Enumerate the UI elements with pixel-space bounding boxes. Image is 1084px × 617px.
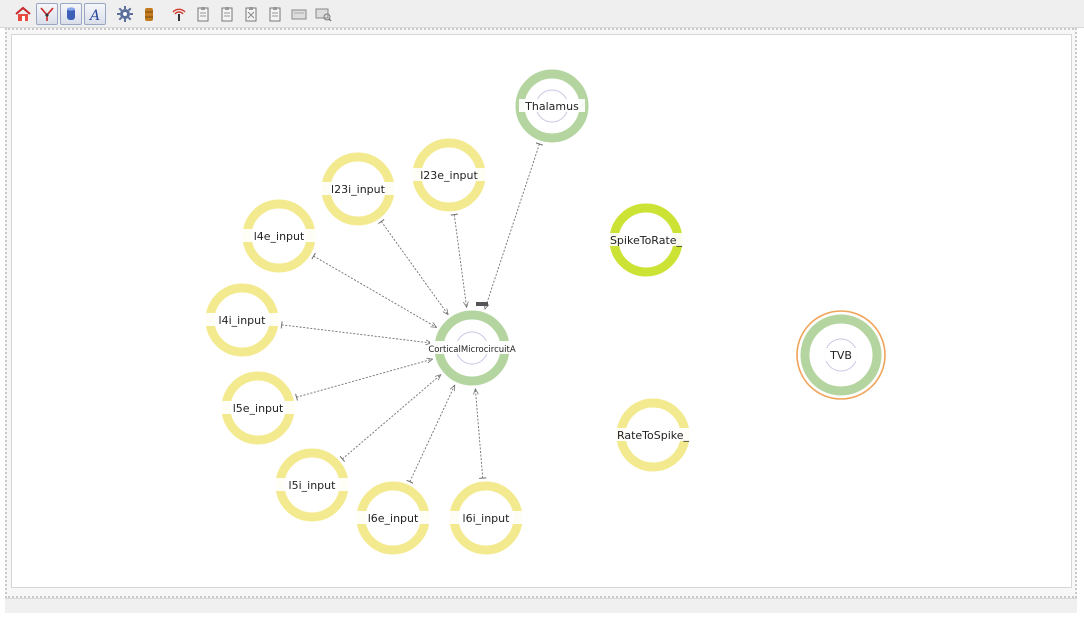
node-l4e[interactable]: l4e_input bbox=[242, 199, 316, 273]
edge-l5e-to-cortical[interactable] bbox=[297, 359, 433, 397]
edge-l23e-to-cortical[interactable] bbox=[454, 215, 466, 308]
node-l6i[interactable]: l6i_input bbox=[449, 481, 523, 555]
node-l5e[interactable]: l5e_input bbox=[221, 371, 295, 445]
node-label: l6e_input bbox=[368, 512, 419, 525]
text-tool-button[interactable]: A bbox=[84, 2, 106, 25]
database-tool-button[interactable] bbox=[60, 2, 82, 25]
node-label: SpikeToRate_ bbox=[610, 234, 683, 247]
edge-l4i-to-cortical[interactable] bbox=[282, 325, 432, 343]
node-label-background bbox=[318, 182, 398, 195]
node-label: l5e_input bbox=[233, 402, 284, 415]
storage-button[interactable] bbox=[138, 3, 160, 25]
edge-l6e-to-cortical[interactable] bbox=[410, 385, 456, 482]
status-strip bbox=[5, 598, 1077, 613]
barrel-icon bbox=[145, 7, 153, 21]
node-label-background bbox=[449, 511, 523, 524]
node-label: l23e_input bbox=[420, 169, 478, 182]
node-cortical[interactable]: CorticalMicrocircuitA bbox=[428, 310, 516, 386]
node-label-background bbox=[356, 511, 430, 524]
info-signal-icon bbox=[172, 8, 186, 21]
node-label-background bbox=[221, 401, 295, 414]
node-label: l5i_input bbox=[289, 479, 337, 492]
edge-l23i-to-cortical[interactable] bbox=[381, 222, 448, 315]
node-l23e[interactable]: l23e_input bbox=[409, 138, 489, 212]
edge-l4e-to-cortical[interactable] bbox=[314, 256, 437, 327]
clipboard-x-icon bbox=[245, 6, 257, 21]
clipboard-3-button[interactable] bbox=[240, 3, 262, 25]
node-label-background bbox=[409, 168, 489, 181]
info-button[interactable] bbox=[168, 3, 190, 25]
node-l5i[interactable]: l5i_input bbox=[275, 448, 349, 522]
node-label: Thalamus bbox=[524, 100, 579, 113]
node-label-background bbox=[599, 233, 693, 246]
connect-arrows-icon bbox=[40, 6, 54, 21]
clipboard-icon bbox=[221, 6, 233, 21]
clipboard-2-button[interactable] bbox=[216, 3, 238, 25]
edge-l5i-to-cortical[interactable] bbox=[342, 375, 440, 459]
node-label: l4i_input bbox=[219, 314, 267, 327]
tvb-outer-ring bbox=[796, 310, 886, 400]
node-label-background bbox=[823, 348, 859, 361]
edge-selection-handle[interactable] bbox=[476, 302, 488, 306]
clipboard-1-button[interactable] bbox=[192, 3, 214, 25]
node-label: l6i_input bbox=[463, 512, 511, 525]
node-label-background bbox=[519, 99, 585, 112]
node-label: CorticalMicrocircuitA bbox=[428, 345, 516, 355]
home-button[interactable] bbox=[12, 3, 34, 25]
settings-button[interactable] bbox=[114, 3, 136, 25]
clipboard-icon bbox=[197, 6, 209, 21]
gear-icon bbox=[117, 5, 133, 22]
home-icon bbox=[15, 6, 31, 21]
node-label-background bbox=[430, 341, 514, 354]
node-l23i[interactable]: l23i_input bbox=[318, 152, 398, 226]
clipboard-icon bbox=[269, 6, 281, 21]
text-a-icon: A bbox=[88, 8, 100, 23]
node-label-background bbox=[606, 428, 700, 441]
screen-zoom-button[interactable] bbox=[312, 3, 334, 25]
node-label-background bbox=[205, 313, 279, 326]
node-label-background bbox=[275, 478, 349, 491]
screen-icon bbox=[291, 9, 307, 19]
edge-thalamus-to-cortical[interactable] bbox=[485, 144, 540, 309]
screen-zoom-icon bbox=[315, 8, 332, 21]
node-spiketorate[interactable]: SpikeToRate_ bbox=[599, 203, 693, 277]
node-label: TVB bbox=[829, 349, 852, 362]
toolbar: A bbox=[0, 0, 1084, 28]
node-label-background bbox=[242, 229, 316, 242]
node-label: l4e_input bbox=[254, 230, 305, 243]
node-label: l23i_input bbox=[331, 183, 386, 196]
node-l4i[interactable]: l4i_input bbox=[205, 283, 279, 357]
node-l6e[interactable]: l6e_input bbox=[356, 481, 430, 555]
edge-l6i-to-cortical[interactable] bbox=[475, 389, 482, 478]
blue-cylinder-icon bbox=[67, 6, 75, 20]
node-thalamus[interactable]: Thalamus bbox=[515, 69, 589, 143]
svg-text:A: A bbox=[88, 8, 100, 23]
connect-tool-button[interactable] bbox=[36, 2, 58, 25]
screen-button[interactable] bbox=[288, 3, 310, 25]
node-tvb[interactable]: TVB bbox=[796, 310, 886, 400]
clipboard-4-button[interactable] bbox=[264, 3, 286, 25]
node-label: RateToSpike_ bbox=[617, 429, 690, 442]
node-ratetospike[interactable]: RateToSpike_ bbox=[606, 398, 700, 472]
